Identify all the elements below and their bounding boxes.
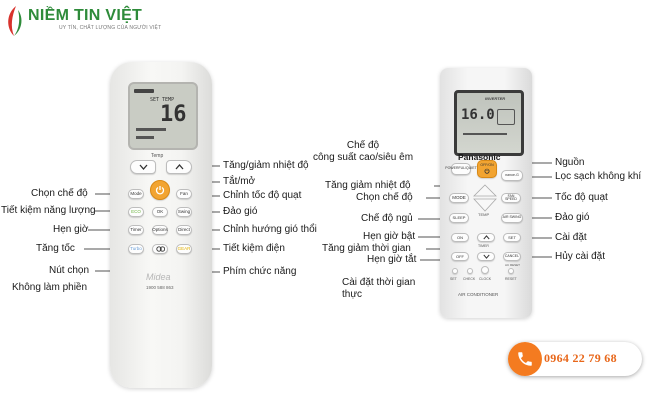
no-disturb-button[interactable] bbox=[152, 244, 168, 254]
temp-label: Temp bbox=[151, 153, 164, 159]
direct-button[interactable]: Direct bbox=[176, 225, 192, 235]
label-gear: Tiết kiệm điện bbox=[223, 243, 285, 254]
inverter-label: INVERTER bbox=[485, 96, 506, 101]
reset-label: RESET bbox=[505, 277, 517, 281]
power-icon bbox=[155, 186, 165, 195]
midea-lcd-label: SET TEMP bbox=[150, 97, 175, 103]
air-conditioner-label: AIR CONDITIONER bbox=[458, 292, 499, 297]
label-mode: Chọn chế độ bbox=[31, 188, 88, 199]
panasonic-lcd: INVERTER 16.0 bbox=[454, 90, 524, 156]
turbo-button[interactable]: Turbo bbox=[128, 244, 144, 254]
temp-triangle-icon bbox=[473, 184, 497, 212]
check-button[interactable] bbox=[467, 268, 473, 274]
label-direct: Chỉnh hướng gió thổi bbox=[223, 224, 317, 235]
powerful-quiet-button[interactable]: POWERFUL/QUIET bbox=[445, 163, 477, 175]
gear-button[interactable]: GEAR bbox=[176, 244, 192, 254]
lcd-fan-icon bbox=[497, 109, 515, 125]
label-pana-set: Cài đặt bbox=[555, 232, 587, 243]
clock-label: CLOCK bbox=[479, 277, 492, 281]
sleep-button[interactable]: SLEEP bbox=[449, 213, 469, 223]
label-pana-fan-speed: Tốc độ quạt bbox=[555, 192, 608, 203]
air-swing-button[interactable]: AIR SWING bbox=[501, 213, 523, 223]
timer-off-button[interactable]: OFF bbox=[451, 252, 469, 261]
cancel-button[interactable]: CANCEL bbox=[503, 252, 521, 261]
label-swing: Đảo gió bbox=[223, 206, 258, 217]
label-pana-temp: Tăng giảm nhiệt độ bbox=[325, 180, 411, 191]
label-ok-select: Nút chọn bbox=[49, 265, 90, 276]
moon-icon bbox=[155, 246, 165, 252]
temp-down-button[interactable] bbox=[130, 160, 156, 174]
lcd-time-bar bbox=[463, 133, 507, 135]
phone-icon-circle[interactable] bbox=[508, 342, 542, 376]
temp-up-button[interactable] bbox=[166, 160, 192, 174]
fan-button[interactable]: Fan bbox=[176, 189, 192, 199]
set-button[interactable]: SET bbox=[503, 233, 521, 242]
power-icon bbox=[484, 168, 490, 174]
label-fan-speed: Chỉnh tốc độ quạt bbox=[223, 190, 302, 201]
swing-button[interactable]: Swing bbox=[176, 207, 192, 217]
label-pana-power: Nguồn bbox=[555, 157, 585, 168]
label-pana-mode: Chọn chế độ bbox=[356, 192, 413, 203]
chevron-down-icon bbox=[482, 254, 490, 259]
label-turbo: Tăng tốc bbox=[36, 243, 75, 254]
midea-brand: Midea bbox=[146, 272, 171, 282]
logo-leaf-icon bbox=[8, 6, 22, 36]
onoff-label: OFF/ON bbox=[480, 163, 494, 168]
ok-button[interactable]: OK bbox=[152, 207, 168, 217]
label-clock-set: Cài đặt thời gian thực bbox=[342, 277, 416, 300]
label-timer: Hẹn giờ bbox=[53, 224, 89, 235]
label-eco: Tiết kiệm năng lượng bbox=[1, 205, 96, 216]
timer-label: TIMER bbox=[478, 244, 489, 248]
midea-hotline: 1900 588 863 bbox=[146, 285, 174, 290]
power-button[interactable] bbox=[150, 180, 170, 200]
midea-lcd-temp: 16 bbox=[160, 102, 187, 127]
mode-button[interactable]: Mode bbox=[128, 189, 144, 199]
phone-icon bbox=[518, 352, 532, 366]
label-pana-cancel: Hủy cài đặt bbox=[555, 251, 606, 262]
panasonic-lcd-temp: 16.0 bbox=[461, 107, 495, 123]
label-timer-on: Hẹn giờ bật bbox=[363, 231, 416, 242]
label-pana-swing: Đảo gió bbox=[555, 212, 590, 223]
label-function-keys: Phím chức năng bbox=[223, 266, 297, 277]
check-label: CHECK bbox=[463, 277, 476, 281]
label-timer-off: Hẹn giờ tắt bbox=[367, 254, 417, 265]
time-up-button[interactable] bbox=[477, 233, 495, 242]
label-sleep: Chế độ ngủ bbox=[361, 213, 413, 224]
label-air-purify: Lọc sạch không khí bbox=[555, 171, 642, 182]
phone-number[interactable]: 0964 22 79 68 bbox=[544, 351, 617, 365]
timer-button[interactable]: Timer bbox=[128, 225, 144, 235]
nanoe-button[interactable]: nanoe-G bbox=[501, 170, 523, 181]
label-time-adjust: Tăng giảm thời gian bbox=[322, 243, 411, 254]
lcd-status-bar bbox=[136, 136, 154, 139]
label-power: Tắt/mở bbox=[223, 176, 256, 187]
chevron-up-icon bbox=[482, 235, 490, 240]
logo-tagline: UY TÍN, CHẤT LƯỢNG CỦA NGƯỜI VIỆT bbox=[59, 25, 162, 31]
timer-on-button[interactable]: ON bbox=[451, 233, 469, 242]
options-button[interactable]: Options bbox=[152, 225, 168, 235]
time-down-button[interactable] bbox=[477, 252, 495, 261]
small-set-button[interactable] bbox=[452, 268, 458, 274]
fan-speed-button[interactable]: FAN SPEED bbox=[501, 193, 521, 203]
panasonic-brand: Panasonic bbox=[458, 152, 501, 162]
label-no-disturb: Không làm phiền bbox=[12, 282, 88, 293]
midea-lcd: SET TEMP 16 bbox=[128, 82, 198, 150]
lcd-fan-bar bbox=[136, 128, 166, 131]
reset-button[interactable] bbox=[508, 268, 514, 274]
chevron-down-icon bbox=[139, 164, 147, 170]
onoff-button[interactable]: OFF/ON bbox=[477, 160, 497, 178]
panasonic-mode-button[interactable]: MODE bbox=[449, 193, 469, 203]
ac-reset-label: AC RESET bbox=[505, 263, 521, 267]
temp-rocker[interactable] bbox=[473, 184, 497, 212]
eco-button[interactable]: ECO bbox=[128, 207, 144, 217]
label-powerful-mode: Chế độ công suất cao/siêu êm bbox=[312, 140, 414, 163]
small-set-label: SET bbox=[450, 277, 457, 281]
chevron-up-icon bbox=[175, 164, 183, 170]
label-temp-up-down: Tăng/giảm nhiệt độ bbox=[223, 160, 309, 171]
logo-name: NIỀM TIN VIỆT bbox=[28, 7, 143, 24]
temp-label: TEMP bbox=[478, 212, 490, 217]
clock-button[interactable] bbox=[481, 266, 489, 274]
lcd-mode-icons bbox=[134, 89, 154, 93]
